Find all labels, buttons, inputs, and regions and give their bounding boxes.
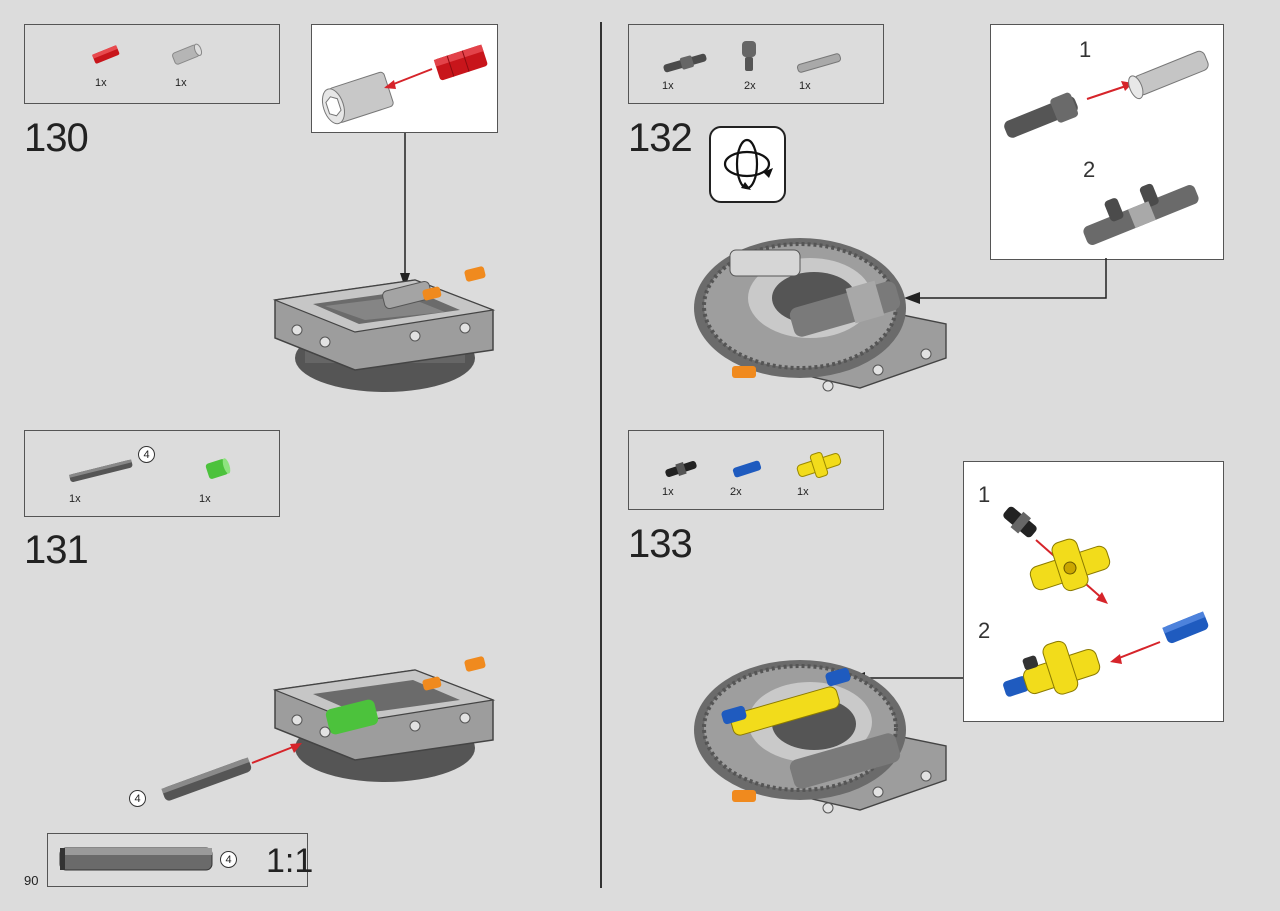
parts-list-131: 4 1x 1x [24, 430, 280, 517]
model-assembly-132 [694, 238, 947, 392]
dark-pin-with-bush-icon [663, 53, 707, 73]
length-reference: 4 1:1 [47, 833, 313, 887]
parts-icons-133 [665, 452, 842, 478]
part-qty: 1x [662, 486, 674, 498]
model-assembly-130 [272, 266, 496, 392]
part-qty: 2x [744, 80, 756, 92]
substep-number: 1 [1079, 37, 1092, 62]
page-divider [600, 22, 602, 888]
axle-length-badge: 4 [220, 851, 237, 868]
callout-133-drawing [1003, 506, 1209, 697]
step-number: 131 [24, 528, 89, 572]
axle-length-badge: 4 [138, 446, 155, 463]
blue-pin-icon [732, 460, 762, 478]
scale-label: 1:1 [266, 842, 314, 880]
axle-length-badge: 4 [129, 790, 146, 807]
part-qty: 1x [799, 80, 811, 92]
part-qty: 1x [69, 493, 81, 505]
callout-130-drawing [321, 44, 488, 125]
axle-insert-arrow [161, 743, 302, 801]
parts-list-133: 1x 2x 1x [628, 430, 884, 510]
substep-number: 2 [978, 618, 991, 643]
callout-pointer [400, 133, 410, 288]
callout-133: 1 2 [963, 461, 1224, 722]
callout-pointer [904, 258, 1107, 304]
part-qty: 1x [95, 77, 107, 89]
light-grey-pin-axle-icon [796, 53, 842, 73]
green-pin-connector-icon [205, 458, 231, 479]
parts-list-132: 1x 2x 1x [628, 24, 884, 104]
step-number: 132 [628, 116, 693, 160]
callout-132: 1 2 [990, 24, 1224, 260]
callout-130 [311, 24, 498, 133]
part-qty: 1x [662, 80, 674, 92]
grey-axle-icon [68, 459, 133, 482]
assembled-cross-block-icon [1003, 640, 1101, 697]
axle-scale-icon [59, 847, 213, 871]
yellow-cross-block-icon [796, 452, 842, 478]
page-number: 90 [24, 873, 39, 888]
black-pin-axle-icon [665, 461, 697, 477]
model-assembly-131 [272, 656, 496, 782]
blue-pin-icon [1162, 611, 1209, 644]
step-number: 130 [24, 116, 89, 160]
red-axle-connector-icon [92, 45, 120, 64]
yellow-cross-block-icon [1029, 538, 1111, 592]
red-axle-connector-icon [433, 44, 488, 81]
step-number: 133 [628, 522, 693, 566]
part-qty: 1x [199, 493, 211, 505]
dark-pin-with-bush-icon [1004, 92, 1079, 138]
model-assembly-133 [694, 660, 947, 814]
parts-icons-130 [92, 43, 203, 65]
substep-number: 1 [978, 482, 991, 507]
parts-icons-131 [68, 458, 231, 482]
grey-axle-connector-icon [172, 43, 203, 65]
callout-132-drawing [1004, 50, 1209, 245]
grey-pin-joiner-icon [742, 41, 756, 71]
parts-icons-132 [663, 41, 842, 73]
parts-list-130: 1x 1x [24, 24, 280, 104]
part-qty: 2x [730, 486, 742, 498]
part-qty: 1x [175, 77, 187, 89]
light-grey-pin-axle-icon [1128, 50, 1209, 100]
grey-axle-connector-icon [321, 71, 394, 125]
assembled-pin-joiners-icon [1083, 183, 1199, 245]
black-pin-axle-icon [1003, 506, 1037, 538]
part-qty: 1x [797, 486, 809, 498]
substep-number: 2 [1083, 157, 1096, 182]
rotate-model-icon [709, 126, 786, 203]
